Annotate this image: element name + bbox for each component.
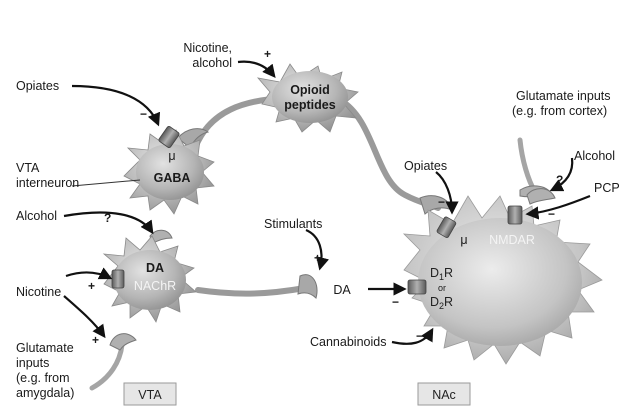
arrow-glutamate-left <box>63 295 106 339</box>
d2r-label: D2R <box>430 295 453 311</box>
label-glutamate-right-2: (e.g. from cortex) <box>512 104 607 118</box>
da-terminal <box>297 274 318 299</box>
label-glutamate-left-1: Glutamate <box>16 341 74 355</box>
label-vta-interneuron-2: interneuron <box>16 176 79 190</box>
d2r-sub: 2 <box>439 301 444 311</box>
region-nac: NAc <box>417 382 471 406</box>
label-opiates-right: Opiates <box>404 159 447 173</box>
sign-opiates-right: − <box>438 195 445 209</box>
sign-alcohol-right: ? <box>556 173 563 187</box>
label-glutamate-right-1: Glutamate inputs <box>516 89 611 103</box>
sign-alcohol-left: ? <box>104 211 111 225</box>
nachr-label: NAChR <box>134 279 176 293</box>
da-cell: DA NAChR <box>102 235 197 323</box>
label-nicotine-left: Nicotine <box>16 285 61 299</box>
region-vta-label: VTA <box>138 388 162 402</box>
arrow-opiates-right <box>435 171 459 215</box>
label-alcohol-left: Alcohol <box>16 209 57 223</box>
region-vta: VTA <box>123 382 177 406</box>
sign-pcp: − <box>548 207 555 221</box>
label-nicotine-alcohol-2: alcohol <box>192 56 232 70</box>
sign-nicotine-left: + <box>88 279 95 293</box>
d2r-suffix: R <box>444 295 453 309</box>
da-axon <box>195 285 308 297</box>
label-alcohol-right: Alcohol <box>574 149 615 163</box>
opioid-label-line2: peptides <box>284 98 335 112</box>
arrow-nicotine-left <box>65 267 113 280</box>
region-nac-label: NAc <box>432 388 456 402</box>
label-vta-interneuron-1: VTA <box>16 161 40 175</box>
gaba-mu-label: μ <box>168 149 175 163</box>
glutamate-left-terminal <box>109 333 137 351</box>
arrow-pcp <box>525 194 591 220</box>
gaba-mu-receptor <box>158 125 180 149</box>
arrow-opiates-left <box>71 84 161 127</box>
or-label: or <box>438 283 446 293</box>
nmdar-label: NMDAR <box>489 233 535 247</box>
arrow-cannabinoids <box>391 327 434 345</box>
arrow-nicotine-alcohol <box>237 60 276 79</box>
sign-opiates-left: − <box>140 107 147 121</box>
gaba-cell: μ GABA <box>123 129 215 215</box>
label-da-signal: DA <box>333 283 351 297</box>
label-pcp: PCP <box>594 181 620 195</box>
sign-stimulants: + <box>314 251 321 265</box>
alcohol-terminal-nac <box>526 188 556 205</box>
d1r-main: D <box>430 266 439 280</box>
opioid-label-line1: Opioid <box>290 83 330 97</box>
label-glutamate-left-4: amygdala) <box>16 386 74 400</box>
arrow-stimulants <box>305 228 329 271</box>
d1r-label: D1R <box>430 266 453 282</box>
opioid-terminal <box>419 195 453 215</box>
gaba-label: GABA <box>154 171 191 185</box>
label-glutamate-left-2: inputs <box>16 356 49 370</box>
arrow-alcohol-right <box>549 157 574 192</box>
sign-glutamate-left: + <box>92 333 99 347</box>
d1r-sub: 1 <box>439 272 444 282</box>
da-label: DA <box>146 261 164 275</box>
d1r-suffix: R <box>444 266 453 280</box>
nac-mu-label: μ <box>460 233 467 247</box>
d-receptor <box>407 279 427 295</box>
label-cannabinoids: Cannabinoids <box>310 335 386 349</box>
vta-interneuron-pointer <box>71 179 141 187</box>
label-stimulants: Stimulants <box>264 217 322 231</box>
nmdar-receptor <box>507 205 523 225</box>
opioid-peptides-cell: Opioid peptides <box>256 63 359 133</box>
sign-cannabinoids: − <box>416 329 423 343</box>
label-nicotine-alcohol-1: Nicotine, <box>183 41 232 55</box>
label-glutamate-left-3: (e.g. from <box>16 371 70 385</box>
label-opiates-left: Opiates <box>16 79 59 93</box>
nac-cell: μ NMDAR D1R or D2R <box>402 195 603 365</box>
glutamate-left-axon <box>89 342 125 391</box>
d2r-main: D <box>430 295 439 309</box>
sign-nicotine-alcohol: + <box>264 47 271 61</box>
sign-da-to-receptor: − <box>392 295 399 309</box>
nac-mu-receptor <box>436 216 457 238</box>
glutamate-right-axon <box>517 137 538 195</box>
nachr-receptor <box>111 269 125 289</box>
arrow-alcohol-left <box>63 211 154 235</box>
